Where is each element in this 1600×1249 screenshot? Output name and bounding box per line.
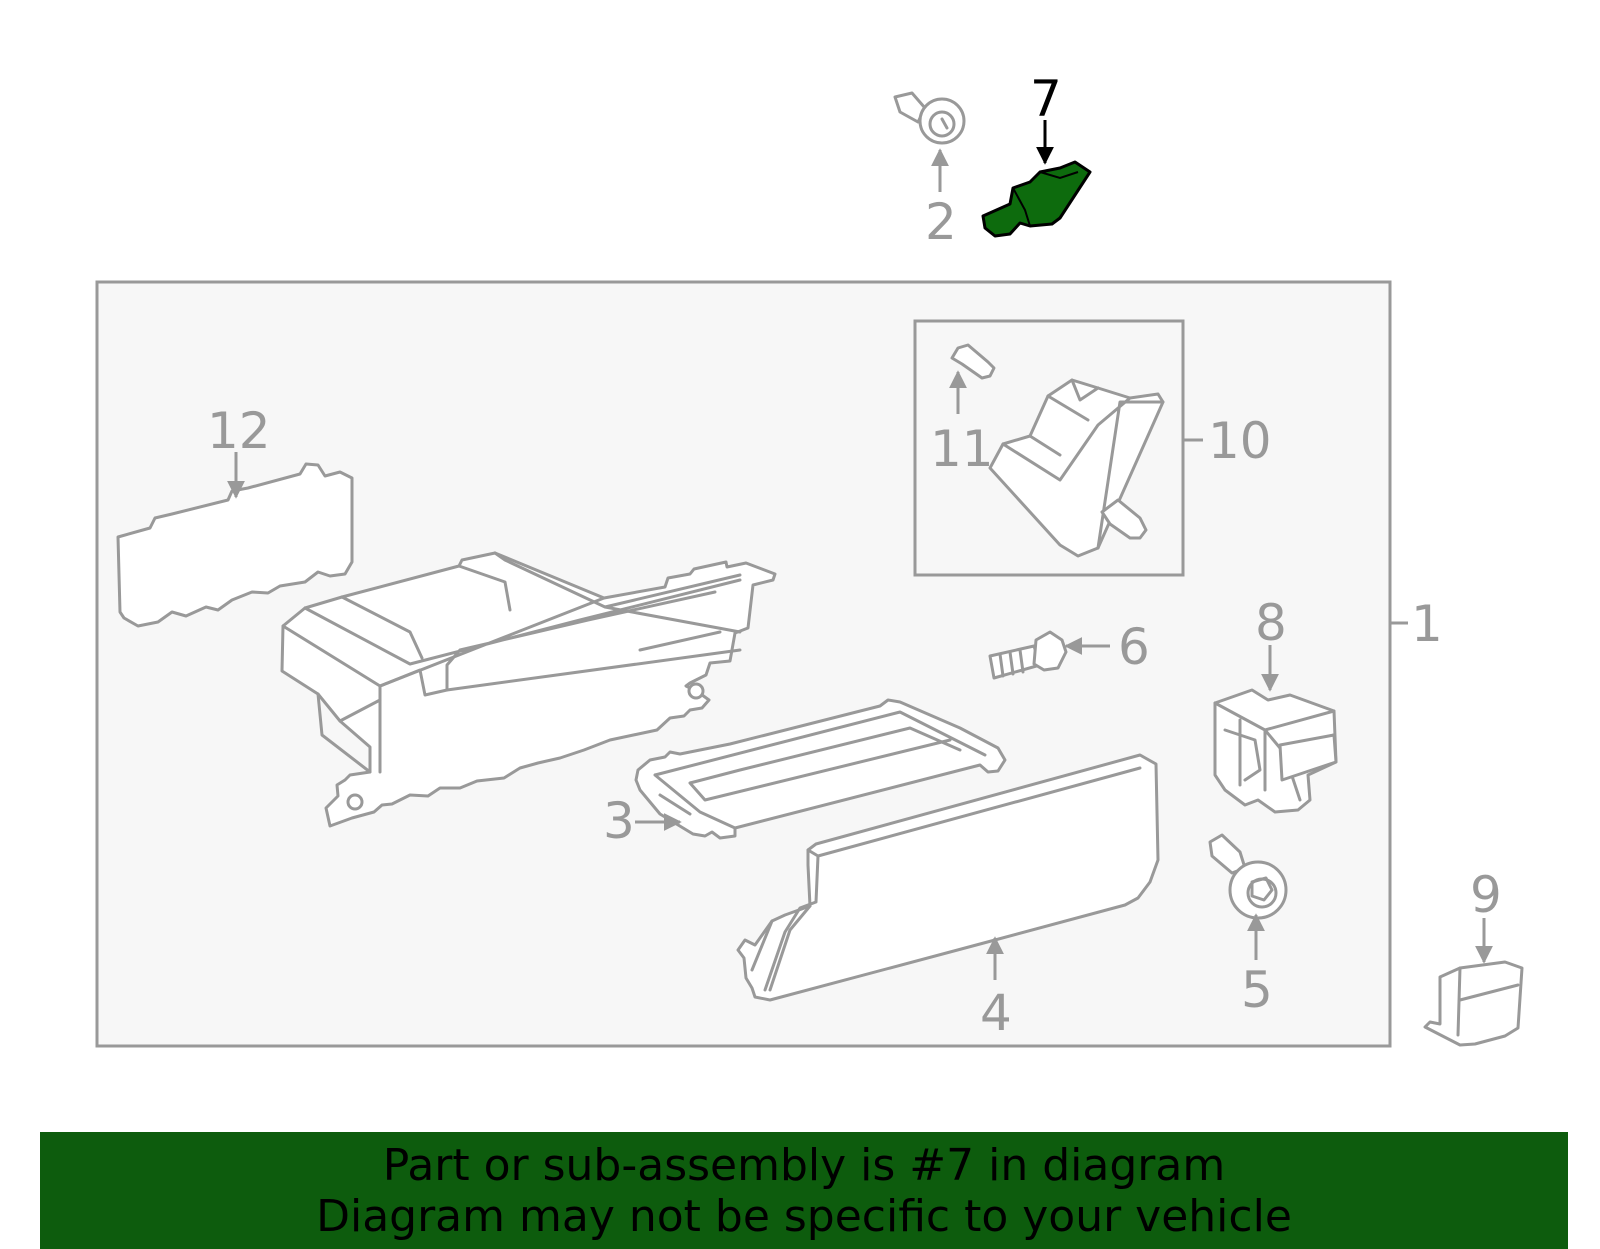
part-5-bolt: [1208, 833, 1288, 920]
part-8-lock: [1213, 688, 1338, 814]
part-7-bracket: [981, 160, 1092, 238]
part-3-door-frame: [634, 698, 1007, 840]
part-9-clip: [1423, 960, 1524, 1047]
callout-6: 6: [1118, 618, 1150, 676]
callout-1: 1: [1411, 595, 1443, 653]
banner-line-1: Part or sub-assembly is #7 in diagram: [382, 1139, 1226, 1191]
info-banner: Part or sub-assembly is #7 in diagram Di…: [40, 1132, 1568, 1249]
callout-8: 8: [1255, 594, 1287, 652]
callout-11: 11: [930, 420, 994, 478]
part-10-latch: [988, 378, 1165, 558]
callout-10: 10: [1208, 412, 1272, 470]
callout-12: 12: [207, 402, 271, 460]
part-4-door: [736, 753, 1160, 1002]
callout-2: 2: [925, 193, 957, 251]
banner-line-2: Diagram may not be specific to your vehi…: [316, 1190, 1292, 1242]
glove-box-housing: [280, 551, 777, 828]
callout-4: 4: [980, 984, 1012, 1042]
callout-3: 3: [603, 792, 635, 850]
part-2-bolt: [893, 91, 966, 145]
part-6-screw: [988, 630, 1068, 680]
callout-7: 7: [1030, 70, 1062, 128]
part-11-bumper: [950, 343, 996, 380]
callout-9: 9: [1470, 866, 1502, 924]
callout-5: 5: [1241, 961, 1273, 1019]
